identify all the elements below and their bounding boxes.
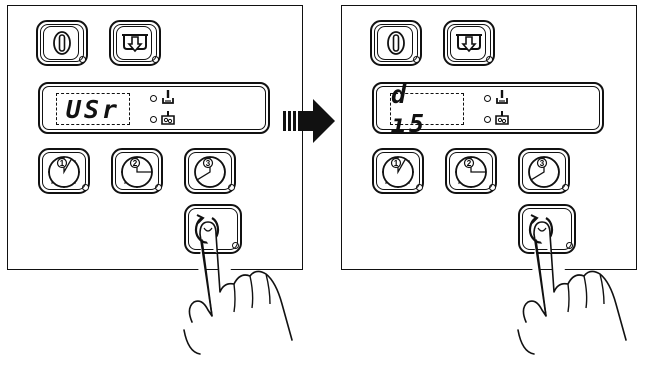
timer-2-led — [155, 184, 162, 191]
dispense-icon — [496, 90, 508, 104]
indicator-led-bottom — [484, 116, 491, 123]
power-led — [413, 56, 420, 63]
lcd-readout: USr — [56, 93, 130, 125]
timer-1-button[interactable]: 1 — [38, 148, 90, 194]
indicator-led-top — [484, 95, 491, 102]
drain-led — [152, 56, 159, 63]
pointing-hand-icon — [183, 221, 293, 355]
timer-2-button[interactable]: 2 — [445, 148, 497, 194]
drain-button[interactable] — [443, 20, 495, 66]
detergent-icon — [495, 111, 509, 125]
clock-3-icon: 3 — [528, 156, 560, 188]
power-button[interactable] — [370, 20, 422, 66]
drain-button[interactable] — [109, 20, 161, 66]
display-window: USr — [38, 82, 270, 134]
timer-2-button[interactable]: 2 — [111, 148, 163, 194]
power-icon — [387, 31, 405, 55]
clock-2-icon: 2 — [121, 156, 153, 188]
timer-1-label: 1 — [60, 159, 65, 168]
pointing-hand-icon — [517, 221, 627, 355]
timer-1-button[interactable]: 1 — [372, 148, 424, 194]
drain-led — [486, 56, 493, 63]
power-icon — [53, 31, 71, 55]
dispense-icon — [162, 90, 174, 104]
timer-1-led — [82, 184, 89, 191]
power-button[interactable] — [36, 20, 88, 66]
clock-2-icon: 2 — [455, 156, 487, 188]
timer-2-led — [489, 184, 496, 191]
timer-3-led — [228, 184, 235, 191]
lcd-readout: d ı5 — [390, 80, 464, 138]
clock-1-icon: 1 — [48, 156, 80, 188]
timer-3-button[interactable]: 3 — [518, 148, 570, 194]
indicator-led-top — [150, 95, 157, 102]
lcd-text: d ı5 — [391, 80, 428, 138]
control-panel-before: USr 1 2 — [7, 5, 303, 270]
timer-3-led — [562, 184, 569, 191]
timer-3-label: 3 — [540, 159, 545, 168]
arrow-right-icon — [283, 99, 335, 143]
detergent-icon — [161, 111, 175, 125]
timer-2-label: 2 — [467, 159, 472, 168]
lcd-text: USr — [65, 94, 121, 124]
display-window: d ı5 — [372, 80, 604, 138]
timer-3-label: 3 — [206, 159, 211, 168]
drain-icon — [456, 34, 482, 53]
control-panel-after: d ı5 1 2 — [341, 5, 637, 270]
drain-icon — [122, 34, 148, 53]
timer-3-button[interactable]: 3 — [184, 148, 236, 194]
indicator-led-bottom — [150, 116, 157, 123]
timer-1-label: 1 — [394, 159, 399, 168]
power-led — [79, 56, 86, 63]
clock-1-icon: 1 — [382, 156, 414, 188]
timer-2-label: 2 — [133, 159, 138, 168]
timer-1-led — [416, 184, 423, 191]
clock-3-icon: 3 — [194, 156, 226, 188]
